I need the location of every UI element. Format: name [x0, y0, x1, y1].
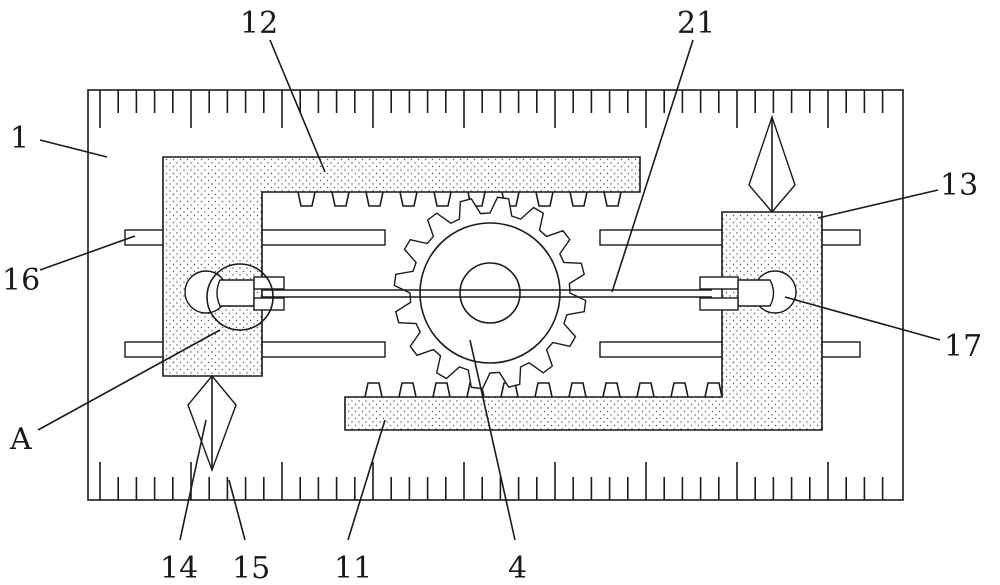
rack-tooth	[534, 382, 553, 398]
label-16: 16	[2, 263, 40, 298]
gear	[393, 196, 587, 390]
right-clamp-upper	[699, 276, 739, 290]
left-clamp-lower	[253, 297, 285, 311]
rack-tooth	[433, 191, 452, 207]
rack-tooth	[602, 382, 621, 398]
gear-rim	[419, 222, 561, 364]
leader-a	[37, 329, 221, 431]
label-15: 15	[232, 551, 270, 585]
leader-11	[347, 419, 386, 541]
leader-21	[611, 39, 694, 293]
left-clamp-cap	[216, 279, 255, 307]
leader-15	[228, 479, 246, 541]
label-11: 11	[334, 551, 372, 585]
rack-tooth	[432, 382, 451, 398]
lower-rack-teeth	[364, 382, 723, 398]
ruler-body	[87, 89, 904, 501]
leader-16	[39, 235, 136, 271]
label-13: 13	[940, 168, 978, 203]
label-21: 21	[677, 6, 715, 41]
label-17: 17	[944, 329, 982, 364]
upper-rack	[162, 156, 641, 377]
scale-ticks-bottom	[99, 462, 884, 500]
rack-tooth	[704, 382, 723, 398]
right-clamp-cap	[737, 279, 775, 307]
rack-tooth	[535, 191, 554, 207]
leader-13	[817, 189, 939, 219]
leader-12	[269, 39, 326, 173]
rack-tooth	[399, 191, 418, 207]
rack-tooth	[569, 191, 588, 207]
rack-tooth	[331, 191, 350, 207]
scale-ticks-top	[99, 90, 884, 128]
leader-1	[39, 139, 108, 158]
rack-tooth	[297, 191, 316, 207]
label-4: 4	[508, 551, 527, 585]
rack-tooth	[398, 382, 417, 398]
rack-tooth	[364, 382, 383, 398]
leader-17	[784, 296, 941, 341]
leader-14	[179, 419, 207, 541]
rack-tooth	[568, 382, 587, 398]
rack-tooth	[636, 382, 655, 398]
rack-tooth	[603, 191, 622, 207]
gear-hub	[459, 262, 521, 324]
rack-tooth	[365, 191, 384, 207]
label-14: 14	[160, 551, 198, 585]
right-clamp-lower	[699, 297, 739, 311]
label-a: A	[9, 422, 32, 457]
leader-4	[469, 339, 516, 541]
label-12: 12	[240, 6, 278, 41]
detail-circle-a	[206, 263, 274, 331]
rack-tooth	[670, 382, 689, 398]
label-1: 1	[10, 121, 29, 156]
left-clamp-upper	[253, 276, 285, 290]
